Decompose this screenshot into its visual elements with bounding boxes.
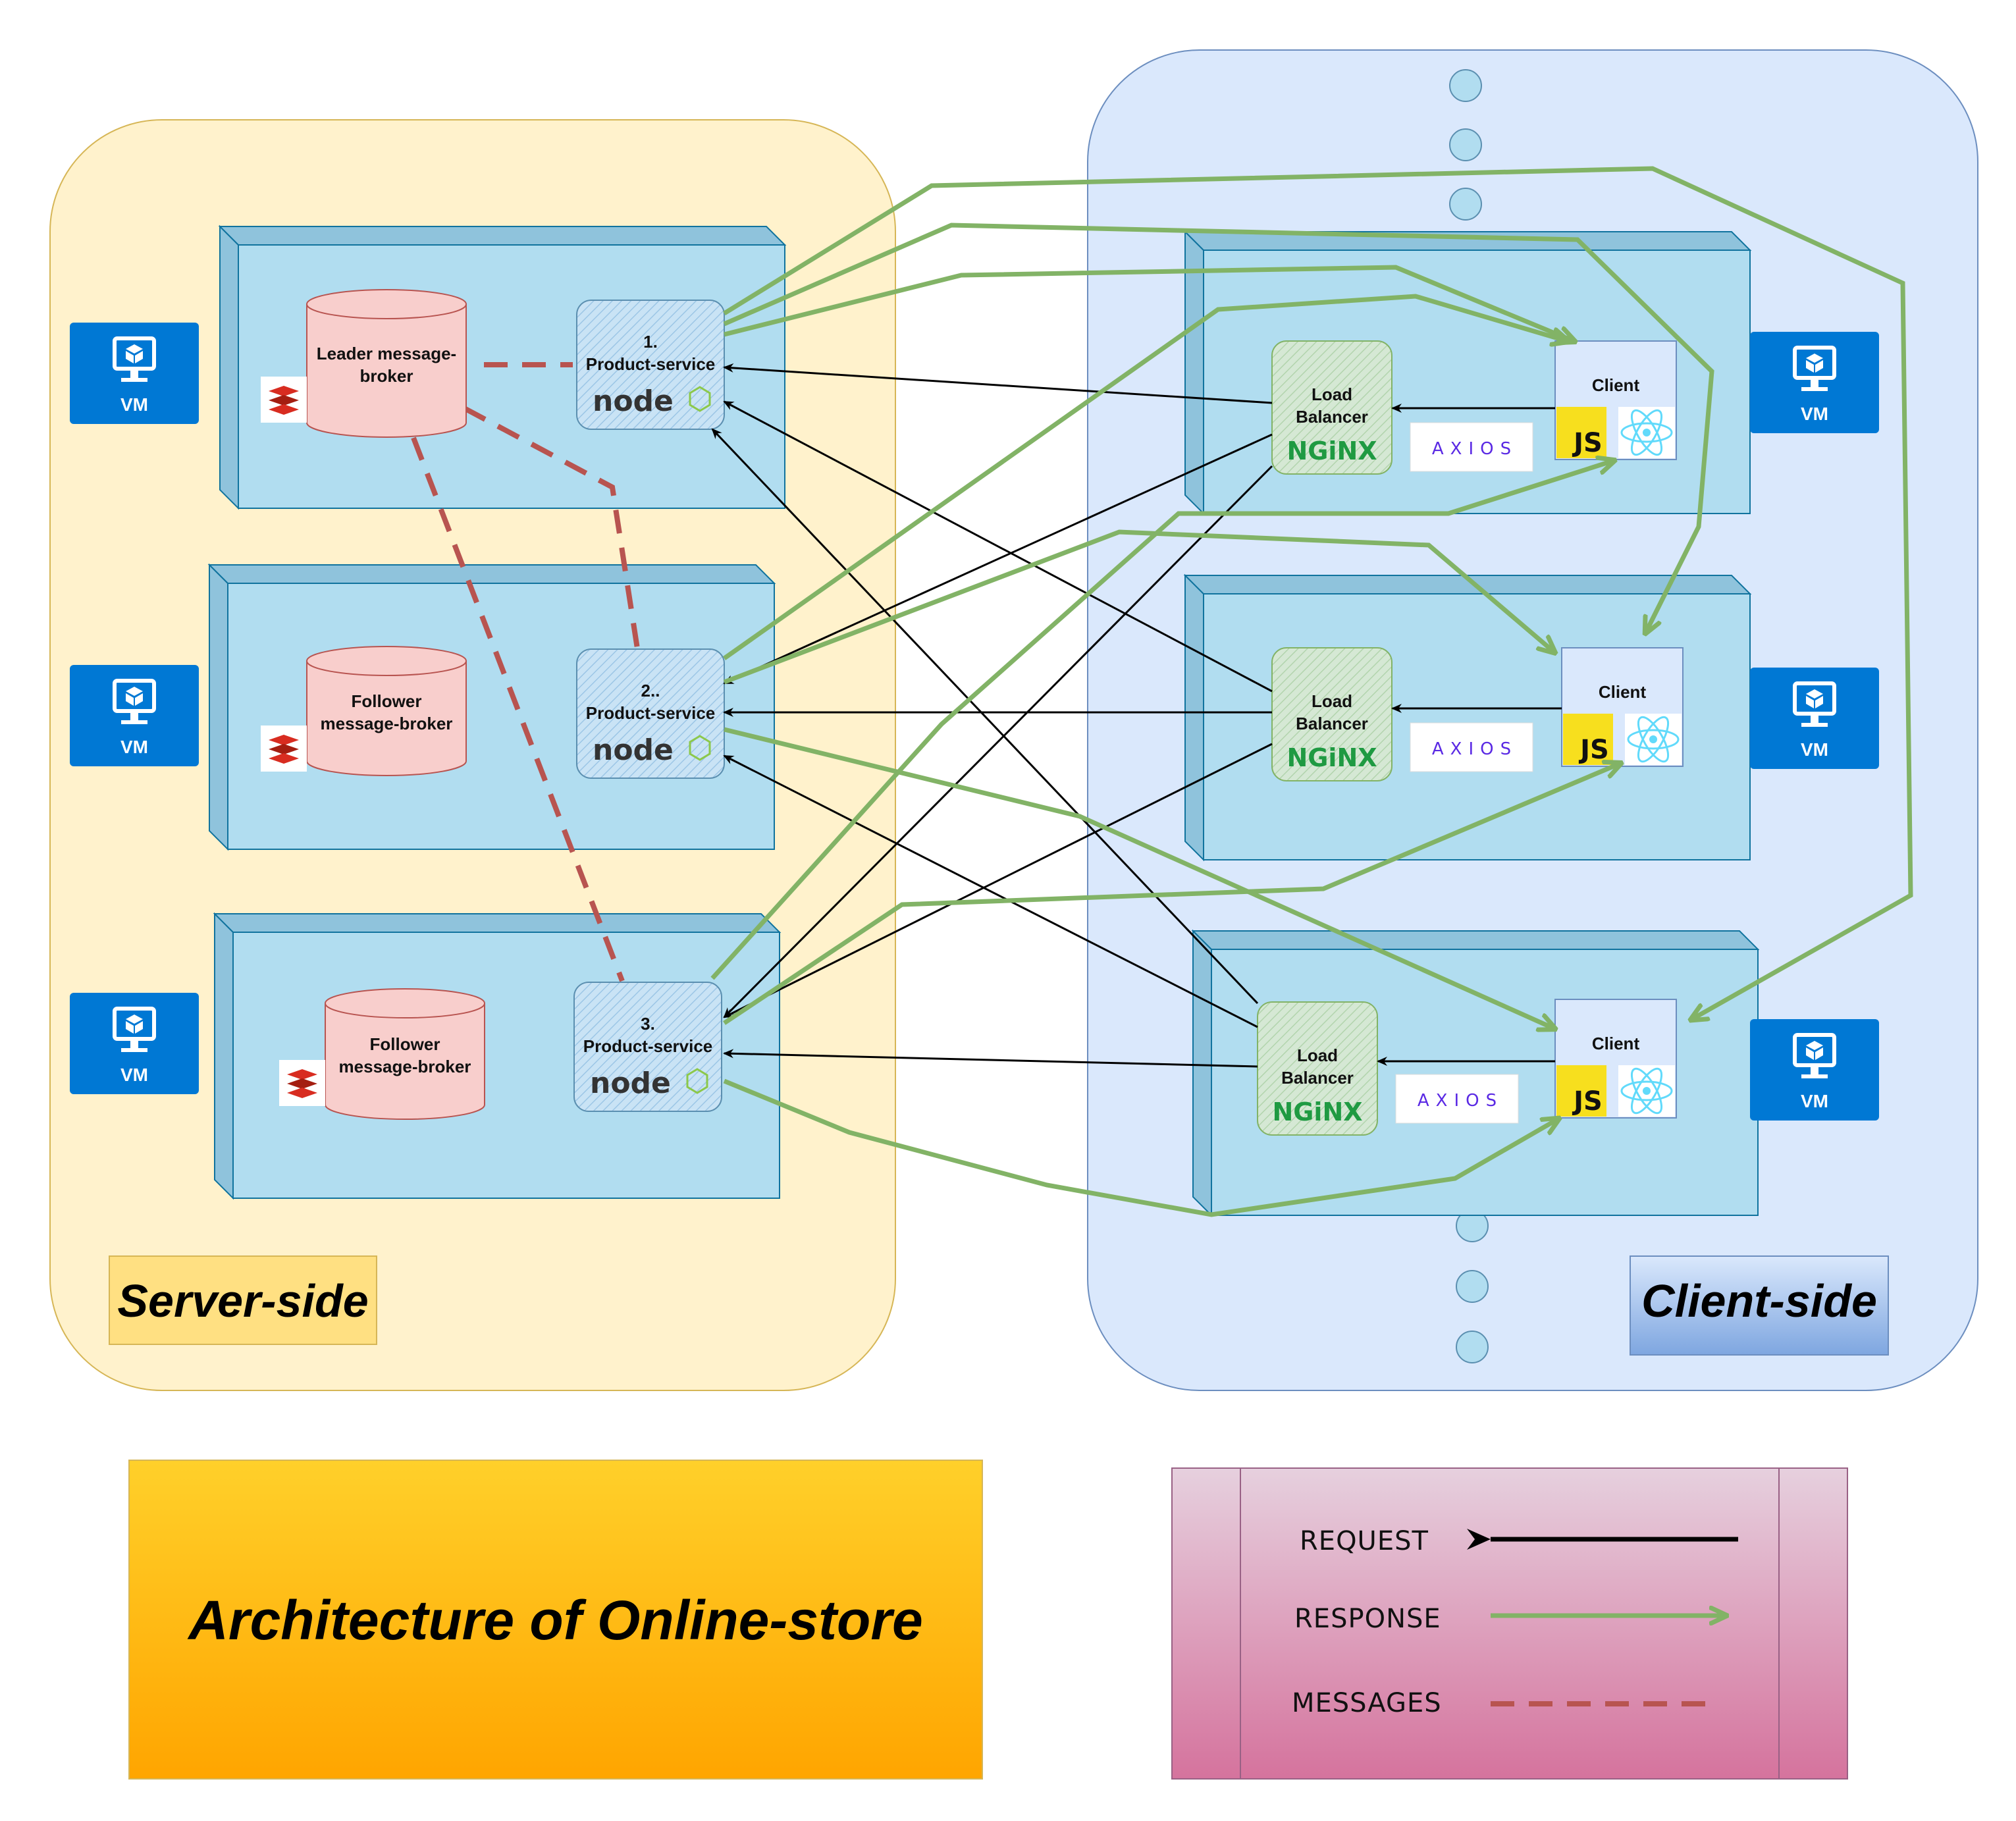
product-service-3: 3.Product-service node [573, 982, 722, 1112]
more-clients-indicator-bottom [1456, 1209, 1489, 1363]
vm-badge-6: VM [1750, 1019, 1879, 1121]
nodejs-icon: node [590, 1067, 708, 1100]
server-side-label: Server-side [117, 1275, 368, 1327]
vm-badge-1: VM [70, 323, 199, 424]
vm-badge-2: VM [70, 665, 199, 766]
axios-wordmark: AXIOS [1432, 439, 1518, 459]
nginx-icon: NGiNX [1272, 1097, 1362, 1126]
response-arrows [710, 166, 1913, 1217]
vm-monitor-icon [1793, 1033, 1836, 1078]
axios-wordmark: AXIOS [1432, 739, 1518, 759]
service-label: Product-service [586, 703, 716, 723]
javascript-icon: JS [1556, 1065, 1606, 1117]
product-service-1: 1.Product-service node [576, 300, 725, 430]
react-icon [1618, 1065, 1675, 1117]
react-icon [1618, 407, 1675, 458]
vm-monitor-icon [113, 336, 156, 382]
nodejs-wordmark: node [593, 733, 674, 767]
vm-label: VM [120, 1065, 148, 1085]
service-number: 1. [643, 332, 658, 352]
nodejs-icon: node [593, 733, 711, 767]
axios-icon: AXIOS [1395, 1074, 1519, 1124]
nodejs-wordmark: node [590, 1067, 671, 1100]
diagram-title: Architecture of Online-store [187, 1589, 923, 1651]
react-icon [1625, 714, 1682, 765]
legend-response-label: RESPONSE [1294, 1604, 1441, 1634]
client-label: Client [1592, 1034, 1640, 1053]
legend-request-label: REQUEST [1300, 1526, 1429, 1556]
vm-label: VM [120, 737, 148, 757]
js-wordmark: JS [1578, 735, 1609, 765]
service-label: Product-service [586, 354, 716, 374]
client-side-tag: Client-side [1630, 1255, 1889, 1356]
vm-label: VM [120, 394, 148, 415]
vm-badge-4: VM [1750, 332, 1879, 433]
legend: REQUEST RESPONSE MESSAGES [1171, 1467, 1848, 1780]
product-service-2: 2.. Product-service node [576, 648, 725, 779]
js-wordmark: JS [1572, 1086, 1603, 1117]
vm-label: VM [1801, 404, 1828, 424]
broker-label: Leader message-broker [317, 344, 456, 386]
more-clients-indicator-top [1449, 69, 1482, 221]
vm-badge-5: VM [1750, 668, 1879, 769]
vm-badge-3: VM [70, 993, 199, 1094]
redis-icon [261, 377, 307, 423]
axios-icon: AXIOS [1410, 722, 1533, 772]
server-side-tag: Server-side [109, 1255, 377, 1345]
axios-icon: AXIOS [1410, 422, 1533, 472]
redis-icon [279, 1060, 325, 1106]
request-arrows [711, 363, 1562, 1068]
vm-monitor-icon [113, 1007, 156, 1052]
service-label: Product-service [583, 1036, 713, 1056]
js-wordmark: JS [1572, 428, 1603, 458]
nginx-icon: NGiNX [1287, 436, 1377, 465]
vm-monitor-icon [1793, 346, 1836, 391]
service-number: 2.. [641, 681, 660, 700]
vm-monitor-icon [113, 679, 156, 724]
legend-messages-label: MESSAGES [1292, 1688, 1442, 1718]
axios-wordmark: AXIOS [1418, 1091, 1503, 1111]
vm-monitor-icon [1793, 681, 1836, 727]
service-number: 3. [641, 1014, 655, 1034]
nodejs-icon: node [593, 384, 711, 418]
vm-label: VM [1801, 739, 1828, 760]
message-lines [411, 362, 640, 982]
title-box: Architecture of Online-store [128, 1460, 983, 1780]
redis-icon [261, 726, 307, 772]
client-label: Client [1599, 682, 1647, 702]
client-side-label: Client-side [1641, 1275, 1877, 1327]
vm-label: VM [1801, 1091, 1828, 1111]
nodejs-wordmark: node [593, 384, 674, 418]
javascript-icon: JS [1556, 407, 1606, 458]
message-broker-1: Leader message-broker [306, 289, 467, 438]
nginx-icon: NGiNX [1287, 743, 1377, 772]
client-label: Client [1592, 375, 1640, 395]
javascript-icon: JS [1563, 714, 1613, 765]
